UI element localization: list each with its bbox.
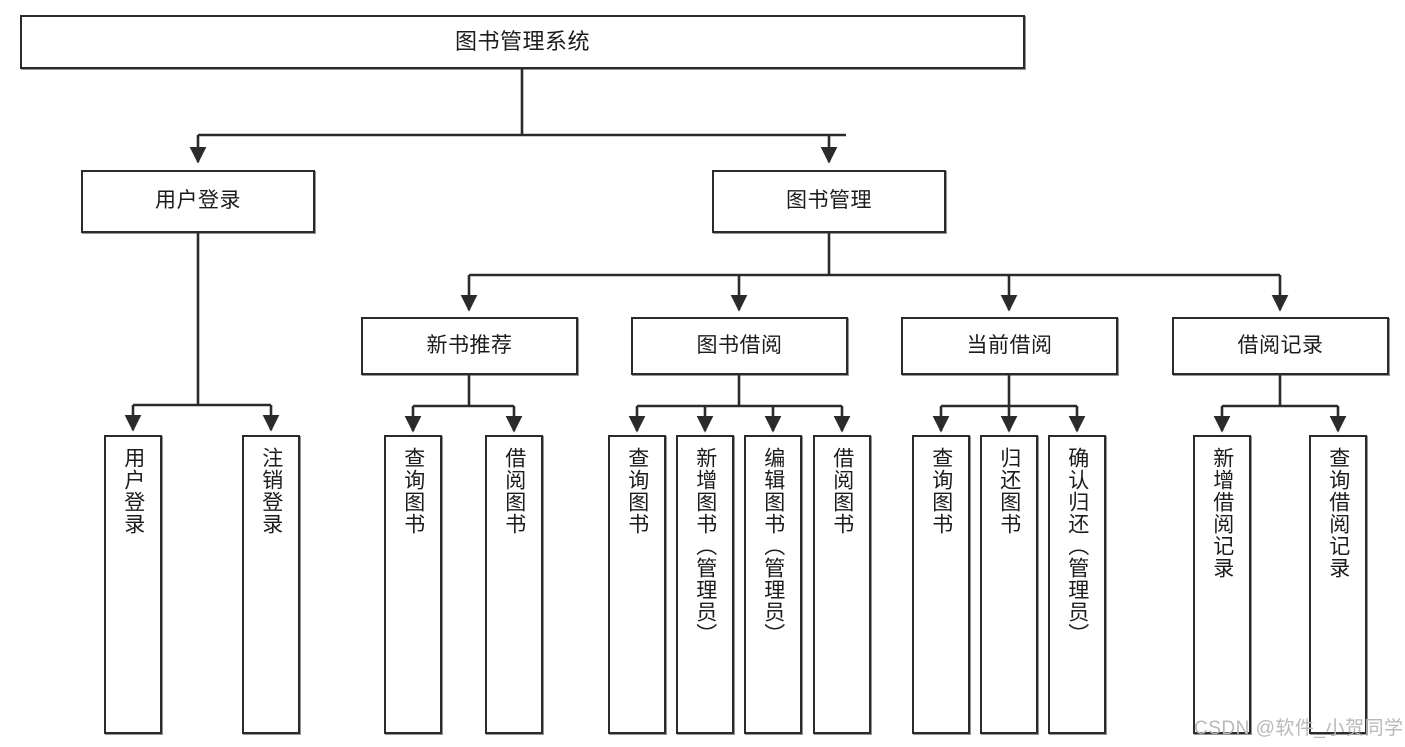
node-leaf-logout-login[interactable]: 注销登录 bbox=[242, 435, 300, 734]
node-leaf-query-book-current[interactable]: 查询图书 bbox=[912, 435, 970, 734]
node-label: 借阅记录 bbox=[1237, 333, 1324, 357]
node-label: 用户登录 bbox=[121, 447, 145, 535]
node-leaf-query-book-borrow[interactable]: 查询图书 bbox=[608, 435, 666, 734]
node-leaf-user-login[interactable]: 用户登录 bbox=[104, 435, 162, 734]
node-borrow-record[interactable]: 借阅记录 bbox=[1172, 317, 1389, 375]
node-leaf-return-book[interactable]: 归还图书 bbox=[980, 435, 1038, 734]
node-leaf-borrow-book-borrow[interactable]: 借阅图书 bbox=[813, 435, 871, 734]
node-label: 借阅图书 bbox=[830, 447, 854, 535]
node-leaf-add-book-admin[interactable]: 新增图书（管理员） bbox=[676, 435, 734, 734]
node-root-book-management-system[interactable]: 图书管理系统 bbox=[20, 15, 1025, 69]
node-label: 借阅图书 bbox=[502, 447, 526, 535]
node-leaf-query-book-recommend[interactable]: 查询图书 bbox=[384, 435, 442, 734]
node-label: 图书管理系统 bbox=[454, 29, 590, 55]
node-user-login[interactable]: 用户登录 bbox=[81, 170, 315, 233]
node-label: 查询图书 bbox=[625, 447, 649, 535]
node-label: 查询图书 bbox=[401, 447, 425, 535]
node-label: 查询借阅记录 bbox=[1326, 447, 1350, 579]
csdn-watermark: CSDN @软件_小贺同学 bbox=[1194, 718, 1404, 739]
node-label: 查询图书 bbox=[929, 447, 953, 535]
node-new-book-recommend[interactable]: 新书推荐 bbox=[361, 317, 578, 375]
node-label: 编辑图书（管理员） bbox=[761, 447, 785, 645]
node-leaf-confirm-return-admin[interactable]: 确认归还（管理员） bbox=[1048, 435, 1106, 734]
node-label: 确认归还（管理员） bbox=[1065, 447, 1089, 645]
node-leaf-borrow-book-recommend[interactable]: 借阅图书 bbox=[485, 435, 543, 734]
node-label: 用户登录 bbox=[155, 189, 241, 213]
node-book-borrow[interactable]: 图书借阅 bbox=[631, 317, 848, 375]
node-label: 新书推荐 bbox=[426, 333, 513, 357]
node-label: 图书管理 bbox=[786, 189, 872, 213]
node-leaf-edit-book-admin[interactable]: 编辑图书（管理员） bbox=[744, 435, 802, 734]
node-label: 新增图书（管理员） bbox=[693, 447, 717, 645]
node-label: 新增借阅记录 bbox=[1210, 447, 1234, 579]
node-leaf-query-borrow-record[interactable]: 查询借阅记录 bbox=[1309, 435, 1367, 734]
node-leaf-add-borrow-record[interactable]: 新增借阅记录 bbox=[1193, 435, 1251, 734]
node-label: 当前借阅 bbox=[966, 333, 1053, 357]
node-label: 图书借阅 bbox=[696, 333, 783, 357]
node-label: 归还图书 bbox=[997, 447, 1021, 535]
node-book-management[interactable]: 图书管理 bbox=[712, 170, 946, 233]
node-current-borrow[interactable]: 当前借阅 bbox=[901, 317, 1118, 375]
node-label: 注销登录 bbox=[259, 447, 283, 535]
